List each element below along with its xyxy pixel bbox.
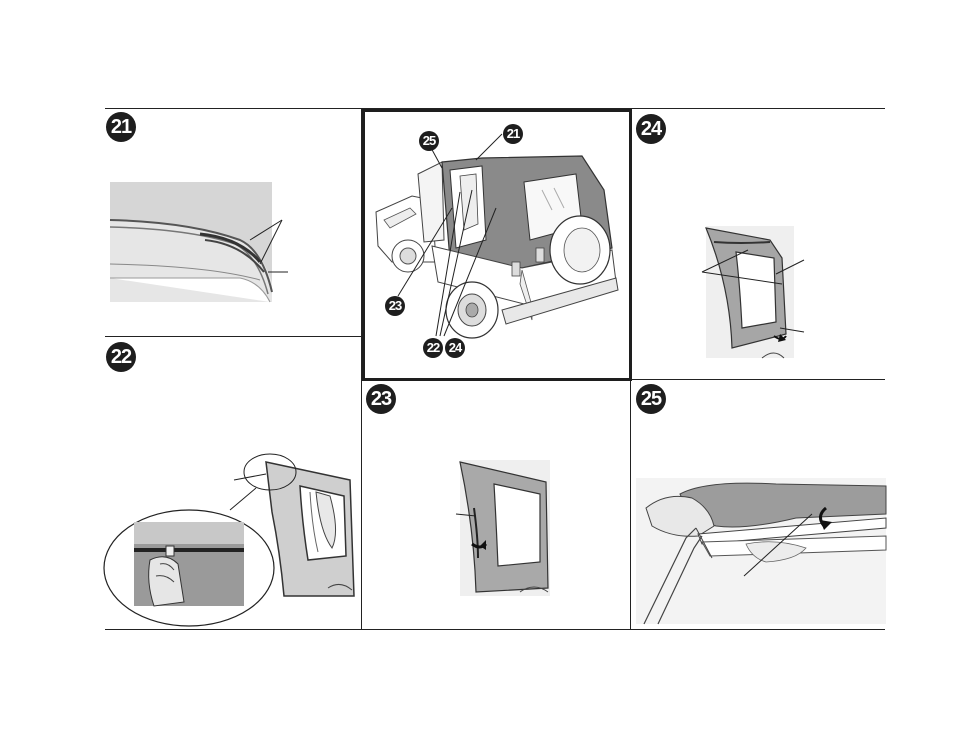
overview-callout-24: 24	[445, 338, 465, 358]
overview-callout-25: 25	[419, 131, 439, 151]
jeep-overview-illustration	[372, 150, 620, 350]
step-25-badge: 25	[636, 384, 666, 414]
right-mid-rule	[630, 379, 885, 380]
step-24-illustration	[700, 222, 810, 362]
bottom-rule	[105, 629, 885, 630]
step-21-badge: 21	[106, 112, 136, 142]
step-22-illustration	[104, 452, 356, 627]
step-23-badge: 23	[366, 384, 396, 414]
overview-callout-21: 21	[503, 124, 523, 144]
step-22-badge: 22	[106, 342, 136, 372]
step-21-illustration	[110, 182, 310, 307]
overview-callout-23: 23	[385, 296, 405, 316]
step-24-badge: 24	[636, 114, 666, 144]
step-23-illustration	[440, 458, 560, 600]
step-25-illustration	[636, 478, 886, 626]
left-mid-rule	[105, 336, 361, 337]
overview-callout-22: 22	[423, 338, 443, 358]
